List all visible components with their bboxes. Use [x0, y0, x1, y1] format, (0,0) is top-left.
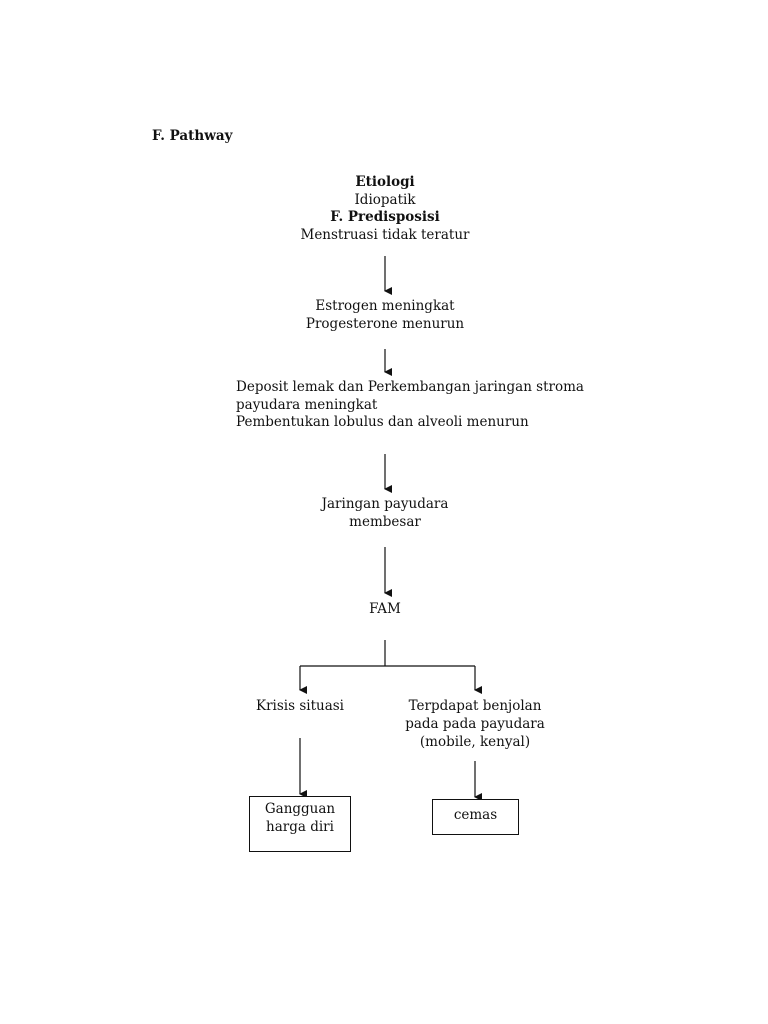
deposit-text: Deposit lemak dan Perkembangan jaringan …	[236, 379, 584, 395]
membesar-text: membesar	[349, 514, 421, 530]
cemas-text: cemas	[453, 807, 498, 823]
gangguan-text: Gangguan	[264, 801, 336, 817]
gangguan-harga-diri-box: Gangguan harga diri	[249, 796, 351, 852]
krisis-situasi-text: Krisis situasi	[256, 698, 344, 714]
progesterone-text: Progesterone menurun	[305, 316, 465, 332]
mobile-kenyal-text: (mobile, kenyal)	[419, 734, 531, 750]
predisposisi-label: F. Predisposisi	[330, 209, 440, 225]
predisposisi-value: Menstruasi tidak teratur	[300, 227, 470, 243]
estrogen-text: Estrogen meningkat	[315, 298, 455, 314]
section-heading: F. Pathway	[152, 128, 233, 144]
fam-node: FAM	[369, 601, 401, 617]
etiologi-value: Idiopatik	[354, 192, 416, 208]
payudara-meningkat-text: payudara meningkat	[236, 397, 378, 413]
etiologi-label: Etiologi	[355, 174, 415, 190]
lobulus-text: Pembentukan lobulus dan alveoli menurun	[236, 414, 529, 430]
cemas-box: cemas	[432, 799, 519, 835]
pada-payudara-text: pada pada payudara	[405, 716, 545, 732]
harga-diri-text: harga diri	[266, 819, 334, 835]
benjolan-text: Terpdapat benjolan	[408, 698, 542, 714]
jaringan-text: Jaringan payudara	[321, 496, 449, 512]
